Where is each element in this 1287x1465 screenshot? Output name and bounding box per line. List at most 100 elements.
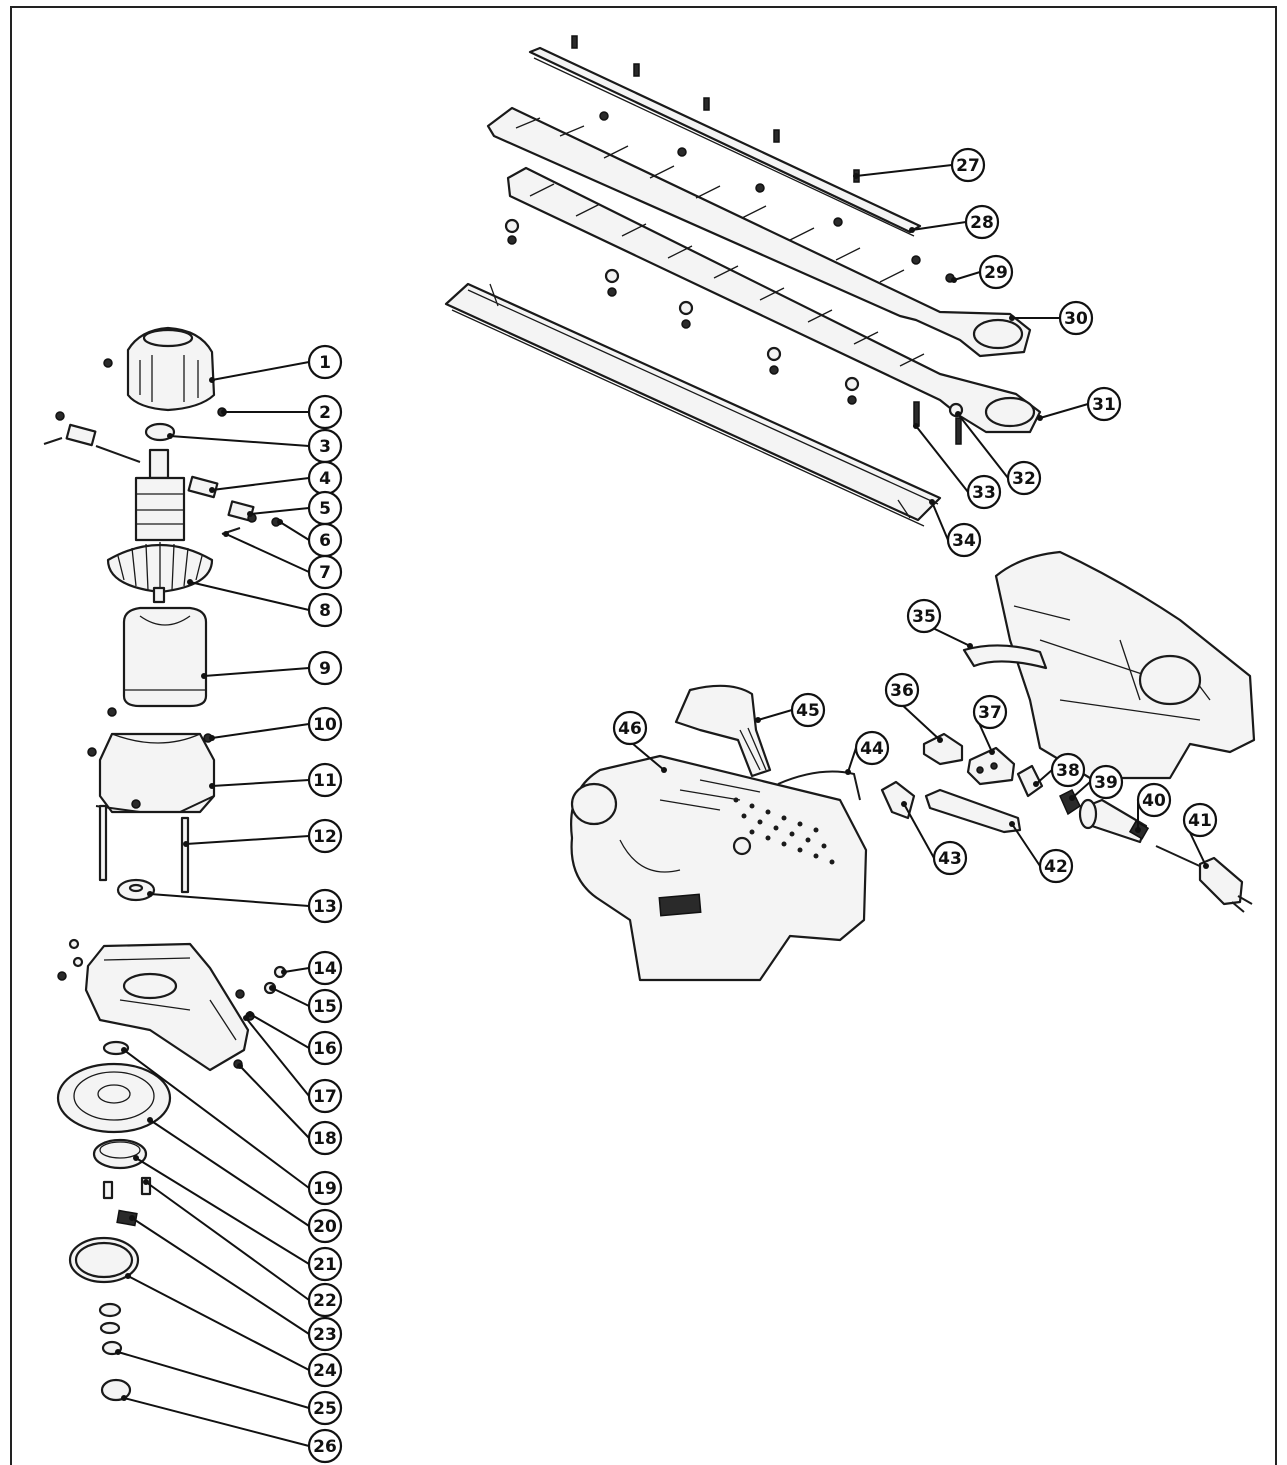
leader-dot-30 <box>1009 315 1015 321</box>
part-armature <box>106 448 214 604</box>
part-clip-38 <box>1016 764 1044 798</box>
callout-number: 13 <box>313 897 337 917</box>
callout-number: 3 <box>319 437 331 457</box>
callout-circle <box>307 1352 343 1388</box>
callout-19: 19 <box>307 1170 343 1206</box>
callout-33: 33 <box>966 474 1002 510</box>
callout-circle <box>307 1316 343 1352</box>
callout-number: 45 <box>796 701 820 721</box>
callout-circle <box>1006 460 1042 496</box>
callout-number: 29 <box>984 263 1008 283</box>
part-cam-21 <box>92 1138 148 1170</box>
part-right-housing <box>994 550 1256 780</box>
callout-circle <box>307 1030 343 1066</box>
part-trigger-42 <box>924 788 1022 834</box>
leader-line-21 <box>135 1157 310 1265</box>
callout-number: 10 <box>313 715 337 735</box>
leader-line-17 <box>245 1017 310 1097</box>
callout-circle <box>612 710 648 746</box>
callout-number: 15 <box>313 997 337 1017</box>
callout-number: 42 <box>1044 857 1068 877</box>
callout-number: 2 <box>319 403 331 423</box>
callout-22: 22 <box>307 1282 343 1318</box>
leader-dot-24 <box>125 1273 131 1279</box>
callout-circle <box>307 706 343 742</box>
callout-23: 23 <box>307 1316 343 1352</box>
part-long-screws <box>98 804 190 894</box>
callout-circle <box>1088 764 1124 800</box>
leader-dot-28 <box>909 227 915 233</box>
callout-20: 20 <box>307 1208 343 1244</box>
leader-dot-27 <box>853 173 859 179</box>
callout-circle <box>307 1078 343 1114</box>
leader-line-28 <box>911 221 967 231</box>
leader-line-32 <box>957 413 1009 479</box>
callout-circle <box>307 554 343 590</box>
callout-17: 17 <box>307 1078 343 1114</box>
callout-number: 22 <box>313 1291 337 1311</box>
leader-line-27 <box>855 164 953 177</box>
leader-line-33 <box>915 425 969 493</box>
leader-dot-7 <box>223 531 229 537</box>
callout-35: 35 <box>906 598 942 634</box>
leader-dot-25 <box>115 1349 121 1355</box>
leader-dot-21 <box>133 1155 139 1161</box>
part-stator <box>122 606 208 708</box>
callout-number: 21 <box>313 1255 337 1275</box>
part-gear-20 <box>56 1062 172 1134</box>
callout-circle <box>950 147 986 183</box>
part-lower-blade <box>506 166 1042 434</box>
part-blade-screws <box>571 35 860 183</box>
leader-line-39 <box>1071 781 1091 799</box>
part-brush-holders <box>43 411 281 535</box>
callout-circle <box>307 1390 343 1426</box>
callout-number: 31 <box>1092 395 1116 415</box>
callout-number: 38 <box>1056 761 1080 781</box>
part-switch-36 <box>922 732 964 766</box>
callout-circle <box>307 650 343 686</box>
callout-7: 7 <box>307 554 343 590</box>
callout-circle <box>307 950 343 986</box>
callout-16: 16 <box>307 1030 343 1066</box>
callout-number: 24 <box>313 1361 337 1381</box>
callout-circle <box>972 694 1008 730</box>
callout-number: 9 <box>319 659 331 679</box>
leader-line-23 <box>131 1217 310 1335</box>
callout-37: 37 <box>972 694 1008 730</box>
callout-number: 26 <box>313 1437 337 1457</box>
leader-line-34 <box>931 501 949 541</box>
callout-number: 46 <box>618 719 642 739</box>
callout-10: 10 <box>307 706 343 742</box>
leader-line-43 <box>903 803 935 859</box>
callout-labels: 1234567891011121314151617181920212223242… <box>307 147 1218 1464</box>
callout-44: 44 <box>854 730 890 766</box>
part-power-cord-41 <box>1155 845 1253 913</box>
leader-dot-37 <box>989 749 995 755</box>
part-trigger-guard-35 <box>962 644 1048 670</box>
leader-dot-46 <box>661 767 667 773</box>
callout-circle <box>307 1282 343 1318</box>
leader-line-44 <box>847 747 857 773</box>
part-spacer-13 <box>116 878 156 902</box>
leader-line-18 <box>239 1065 310 1139</box>
callout-number: 23 <box>313 1325 337 1345</box>
callout-circle <box>307 1208 343 1244</box>
leader-line-26 <box>123 1397 310 1447</box>
part-pins-22 <box>102 1176 152 1200</box>
callout-4: 4 <box>307 460 343 496</box>
leader-line-38 <box>1035 769 1053 785</box>
leader-line-3 <box>169 435 310 447</box>
callout-number: 19 <box>313 1179 337 1199</box>
part-motor-cap <box>103 326 216 412</box>
callout-number: 34 <box>952 531 976 551</box>
callout-circle <box>978 254 1014 290</box>
leader-dot-40 <box>1135 827 1141 833</box>
leader-line-19 <box>123 1049 310 1189</box>
callout-circle <box>884 672 920 708</box>
leader-dot-22 <box>143 1179 149 1185</box>
callout-number: 17 <box>313 1087 337 1107</box>
callout-1: 1 <box>307 344 343 380</box>
callout-number: 28 <box>970 213 994 233</box>
leader-line-25 <box>117 1351 310 1409</box>
